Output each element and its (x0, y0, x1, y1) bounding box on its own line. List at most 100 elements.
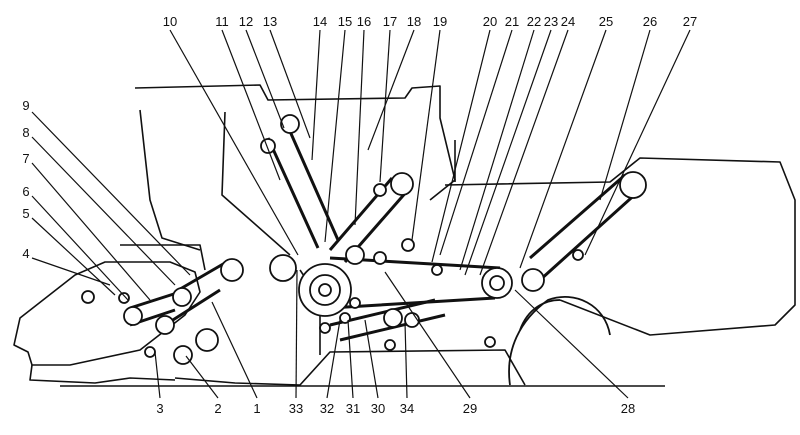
leader-9 (31, 111, 191, 276)
pulley-small-10 (572, 249, 584, 261)
belt-front (164, 258, 231, 327)
callout-11: 11 (215, 14, 229, 29)
leader-11 (221, 29, 281, 181)
pulley-main-hub (318, 283, 332, 297)
callout-26: 26 (643, 14, 657, 29)
pulley-small-4 (373, 183, 387, 197)
leader-24 (479, 29, 569, 276)
callout-15: 15 (338, 14, 352, 29)
leader-33 (295, 269, 298, 399)
leader-4 (31, 257, 111, 286)
callout-labels: 1 2 3 4 5 6 7 8 9 10 11 12 13 14 15 16 1… (22, 14, 697, 416)
pulley-small-5 (319, 322, 331, 334)
callout-30: 30 (371, 401, 385, 416)
leader-8 (31, 136, 176, 286)
leader-31 (347, 319, 354, 399)
pulley-front-6 (173, 345, 193, 365)
callout-27: 27 (683, 14, 697, 29)
pulley-rear-inner (489, 275, 505, 291)
callout-28: 28 (621, 401, 635, 416)
callout-1: 1 (253, 401, 260, 416)
leader-25 (519, 29, 607, 269)
cab-front (139, 109, 201, 251)
leader-2 (185, 355, 219, 399)
pulley-small-9 (431, 264, 443, 276)
belt-grain-elevator (266, 119, 340, 249)
leader-19 (411, 29, 441, 241)
pulley-idler-rear (521, 268, 545, 292)
callout-17: 17 (383, 14, 397, 29)
leader-30 (364, 319, 379, 399)
leader-26 (599, 29, 651, 201)
belt-rear (529, 173, 642, 282)
wheels (508, 296, 611, 386)
leader-13 (269, 29, 311, 139)
leader-5 (31, 217, 116, 296)
pulley-front-1 (220, 258, 244, 282)
pulley-small-8 (401, 238, 415, 252)
leader-12 (245, 29, 285, 129)
leader-lines (31, 29, 691, 399)
feeder-upper (120, 244, 206, 271)
pulley-small-3 (144, 346, 156, 358)
callout-18: 18 (407, 14, 421, 29)
pulley-small-11 (484, 336, 496, 348)
leader-34 (404, 321, 408, 399)
belts (129, 119, 642, 342)
callout-32: 32 (320, 401, 334, 416)
leader-23 (464, 29, 552, 276)
leader-29 (384, 271, 471, 399)
pulley-small-7 (373, 251, 387, 265)
pulley-small-1 (81, 290, 95, 304)
leader-28 (514, 289, 629, 399)
pulley-lower-1 (383, 308, 403, 328)
callout-7: 7 (22, 151, 29, 166)
pulleys (81, 114, 647, 365)
pulley-mid (345, 245, 365, 265)
grain-tank (134, 84, 456, 201)
callout-31: 31 (346, 401, 360, 416)
callout-23: 23 (544, 14, 558, 29)
leader-3 (154, 351, 161, 399)
leader-18 (367, 29, 415, 151)
pulley-front-5 (155, 315, 175, 335)
leader-16 (354, 29, 365, 226)
pulley-small-2 (118, 292, 130, 304)
leader-10 (169, 29, 299, 256)
pulley-small-12 (384, 339, 396, 351)
header-skid (29, 364, 176, 384)
pulley-left (269, 254, 297, 282)
leader-7 (31, 162, 151, 301)
drive-wheel-hub (519, 299, 561, 331)
leader-21 (439, 29, 513, 256)
callout-8: 8 (22, 125, 29, 140)
pulley-upper-right (390, 172, 414, 196)
leader-22 (459, 29, 535, 271)
callout-6: 6 (22, 184, 29, 199)
leader-15 (324, 29, 346, 243)
callout-13: 13 (263, 14, 277, 29)
leader-14 (311, 29, 321, 161)
leader-27 (584, 29, 691, 256)
callout-33: 33 (289, 401, 303, 416)
callout-3: 3 (156, 401, 163, 416)
cab-mid (221, 111, 291, 256)
rear-hood (444, 157, 796, 336)
header-outline (13, 261, 201, 366)
callout-21: 21 (505, 14, 519, 29)
callout-24: 24 (561, 14, 575, 29)
callout-29: 29 (463, 401, 477, 416)
leader-32 (326, 319, 341, 399)
pulley-small-13 (349, 297, 361, 309)
pulley-front-2 (195, 328, 219, 352)
callout-20: 20 (483, 14, 497, 29)
callout-14: 14 (313, 14, 327, 29)
pulley-top-rear (619, 171, 647, 199)
callout-10: 10 (163, 14, 177, 29)
callout-22: 22 (527, 14, 541, 29)
leader-6 (31, 195, 129, 301)
callout-19: 19 (433, 14, 447, 29)
pulley-front-3 (172, 287, 192, 307)
